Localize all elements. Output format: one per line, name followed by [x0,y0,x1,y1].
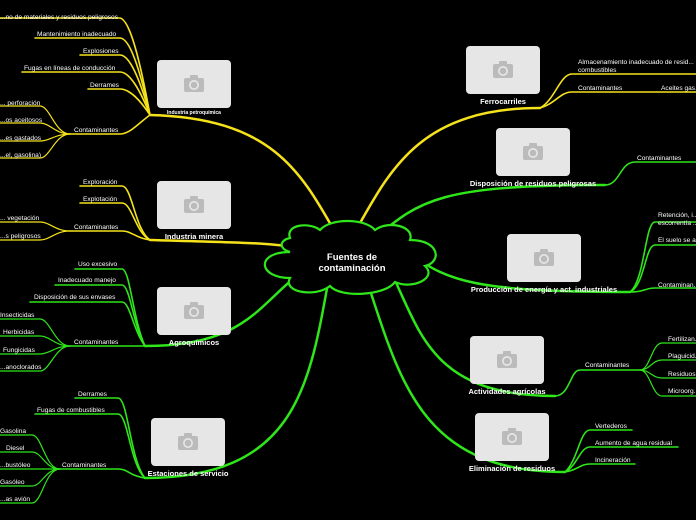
agro-sub-3[interactable]: Fungicidas [3,347,35,355]
agricolas-sub-4[interactable]: Microorg... [668,388,696,396]
camera-icon [522,142,544,162]
topic-image-minera[interactable] [157,181,231,229]
topic-image-estaciones[interactable] [151,418,225,466]
agro-sub-2[interactable]: Herbicidas [3,329,34,337]
camera-icon [183,195,205,215]
ferro-sub-1[interactable]: Aceites gas... [661,85,696,93]
agricolas-sub-3[interactable]: Residuos... [668,371,696,379]
petro-item-2[interactable]: Mantenimiento inadecuado [37,31,116,39]
topic-petroquimica[interactable]: Industria petroquímica [157,110,231,116]
petro-item-3[interactable]: Explosiones [83,48,119,56]
petro-sub-2[interactable]: ...os aceitosos [0,117,42,125]
estaciones-contaminantes[interactable]: Contaminantes [62,462,106,470]
petro-item-1[interactable]: ...no de materiales y residuos peligroso… [0,14,118,22]
estaciones-sub-3[interactable]: ...bustóleo [0,462,30,470]
agro-contaminantes[interactable]: Contaminantes [74,339,118,347]
agricolas-contaminantes[interactable]: Contaminantes [585,362,629,370]
estaciones-sub-2[interactable]: Diesel [6,445,24,453]
minera-sub-1[interactable]: ... vegetación [0,215,39,223]
camera-icon [501,427,523,447]
topic-agricolas[interactable]: Actividades agrícolas [455,387,559,396]
eliminacion-item-2[interactable]: Aumento de agua residual [595,440,672,448]
link-central-disposicion [375,185,605,238]
topic-eliminacion[interactable]: Eliminación de residuos [455,464,569,473]
topic-energia[interactable]: Producción de energía y act. industriale… [460,285,628,294]
petro-sub-1[interactable]: ... perforación [0,100,40,108]
topic-image-disposicion[interactable] [496,128,570,176]
estaciones-item-1[interactable]: Derrames [78,391,107,399]
topic-image-energia[interactable] [507,234,581,282]
minera-item-2[interactable]: Explotación [83,196,117,204]
topic-image-ferrocarriles[interactable] [466,46,540,94]
petro-item-4[interactable]: Fugas en líneas de conducción [24,65,115,73]
ferro-item-2[interactable]: combustibles [578,67,616,75]
camera-icon [492,60,514,80]
ferro-item-1[interactable]: Almacenamiento inadecuado de resid... [578,59,694,67]
energia-item-2[interactable]: escorrentía ... [658,220,696,228]
agro-sub-4[interactable]: ...anoclorados [0,364,41,372]
agro-sub-1[interactable]: Insecticidas [0,312,34,320]
eliminacion-item-1[interactable]: Vertederos [595,423,627,431]
camera-icon [533,248,555,268]
minera-contaminantes[interactable]: Contaminantes [74,224,118,232]
central-topic[interactable]: Fuentes de contaminación [282,252,422,274]
estaciones-sub-1[interactable]: Gasolina [0,428,26,436]
topic-disposicion[interactable]: Disposición de residuos peligrosas [460,179,606,188]
ferro-contaminantes[interactable]: Contaminantes [578,85,622,93]
petro-contaminantes[interactable]: Contaminantes [74,127,118,135]
minera-item-1[interactable]: Exploración [83,179,117,187]
topic-image-eliminacion[interactable] [475,413,549,461]
agro-item-1[interactable]: Uso excesivo [78,261,117,269]
energia-item-1[interactable]: Retención, i... [658,212,696,220]
central-title-line1: Fuentes de [282,252,422,263]
topic-image-agricolas[interactable] [470,336,544,384]
petro-sub-3[interactable]: ...es gastados [0,135,41,143]
energia-item-3[interactable]: El suelo se a... [658,237,696,245]
topic-minera[interactable]: Industria minera [150,232,238,241]
estaciones-item-2[interactable]: Fugas de combustibles [37,407,105,415]
agro-item-2[interactable]: Inadecuado manejo [58,277,116,285]
energia-contaminantes[interactable]: Contaminan... [658,282,696,290]
camera-icon [183,74,205,94]
minera-sub-2[interactable]: ...s peligrosos [0,233,41,241]
topic-ferrocarriles[interactable]: Ferrocarriles [460,97,546,106]
agro-item-3[interactable]: Disposición de sus envases [34,294,115,302]
agricolas-sub-1[interactable]: Fertilizan... [668,336,696,344]
estaciones-sub-4[interactable]: Gasóleo [0,479,25,487]
central-title-line2: contaminación [282,263,422,274]
camera-icon [496,350,518,370]
topic-image-agroquimicos[interactable] [157,287,231,335]
petro-item-5[interactable]: Derrames [90,82,119,90]
agricolas-sub-2[interactable]: Plaguicid... [668,353,696,361]
petro-sub-4[interactable]: ...el, gasolina) [0,152,41,160]
camera-icon [177,432,199,452]
eliminacion-item-3[interactable]: Incineración [595,457,631,465]
topic-agroquimicos[interactable]: Agroquímicos [150,338,238,347]
topic-estaciones[interactable]: Estaciones de servicio [138,469,238,478]
topic-image-petroquimica[interactable] [157,60,231,108]
estaciones-sub-5[interactable]: ...as avión [0,496,30,504]
camera-icon [183,301,205,321]
disposicion-contaminantes[interactable]: Contaminantes [637,155,681,163]
link-central-minera [150,240,300,248]
